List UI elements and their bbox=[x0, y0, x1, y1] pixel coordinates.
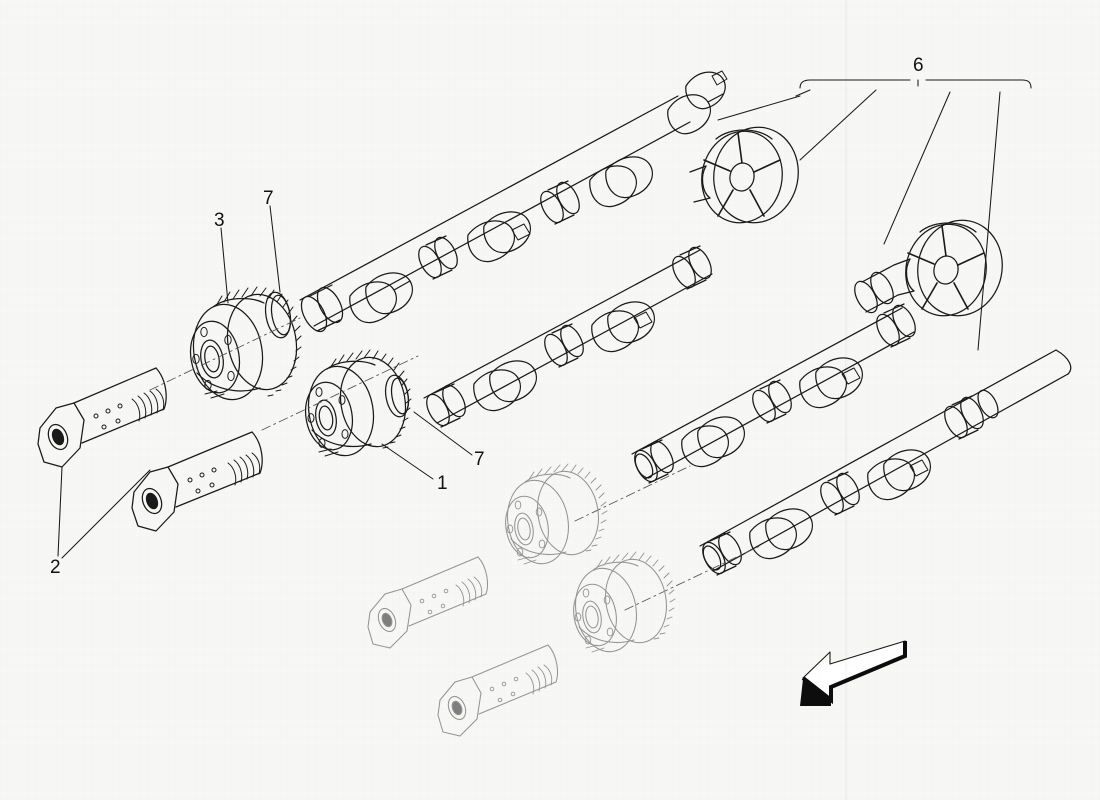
callout-label-7-upper: 7 bbox=[263, 188, 274, 209]
pulley-wheel-upper bbox=[689, 126, 799, 224]
o-ring-lower bbox=[384, 374, 410, 418]
callout-label-3: 3 bbox=[214, 210, 225, 231]
phaser-pulley-3 bbox=[189, 286, 302, 401]
camshaft-upper-left bbox=[299, 70, 728, 333]
bolt-rear-a bbox=[367, 556, 488, 649]
leader-6-a2 bbox=[717, 95, 801, 121]
leader-6-b bbox=[799, 89, 877, 161]
camshaft-lower-left bbox=[423, 245, 713, 428]
leader-7-lower bbox=[413, 411, 473, 456]
phaser-pulley-rear-a bbox=[505, 463, 608, 565]
callout-label-1: 1 bbox=[437, 473, 448, 494]
camshaft-upper-right bbox=[631, 303, 916, 484]
callout-leaders bbox=[57, 79, 1032, 559]
leader-7-upper bbox=[269, 205, 281, 293]
leader-2-b bbox=[61, 469, 151, 559]
bolt-rear-b bbox=[437, 644, 558, 737]
pulley-wheel-right bbox=[854, 219, 1003, 317]
callout-label-6: 6 bbox=[913, 55, 924, 76]
leader-2-a bbox=[57, 466, 63, 557]
leader-6-c bbox=[883, 91, 951, 245]
bracket-6-left bbox=[799, 79, 911, 89]
leader-6-a bbox=[795, 89, 811, 97]
bolt-lower bbox=[131, 431, 263, 532]
assembly-axis-lines bbox=[149, 317, 761, 611]
orientation-arrow bbox=[800, 640, 907, 706]
bolt-upper bbox=[37, 367, 167, 468]
callout-label-7-lower: 7 bbox=[474, 449, 485, 470]
camshaft-lower-right bbox=[699, 349, 1072, 576]
bracket-6-right bbox=[925, 79, 1032, 89]
o-ring-upper bbox=[264, 291, 292, 339]
leader-1 bbox=[381, 443, 434, 480]
leader-6-d bbox=[977, 91, 1001, 351]
phaser-pulley-rear-b bbox=[573, 551, 676, 653]
callout-label-2: 2 bbox=[50, 557, 61, 578]
phaser-pulley-1 bbox=[304, 349, 412, 457]
leader-3 bbox=[220, 227, 229, 304]
